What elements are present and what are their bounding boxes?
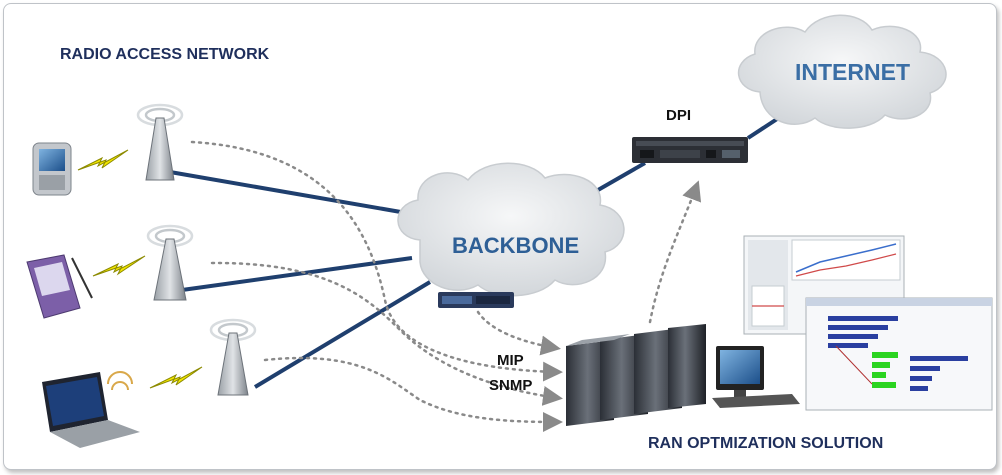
cell-tower-icon — [209, 318, 257, 396]
flow-switch-server — [476, 310, 561, 356]
backbone-cloud-icon — [397, 162, 625, 297]
internet-label: INTERNET — [795, 59, 910, 85]
report-screenshot-icon — [805, 297, 993, 411]
link-tower1-backbone — [169, 170, 419, 217]
lightning-icon — [77, 149, 203, 389]
flow-server-dpi — [648, 180, 702, 324]
dpi-appliance-icon — [632, 137, 748, 163]
flow-tower1-server — [190, 140, 563, 382]
server-rack-icon — [566, 324, 706, 426]
internet-cloud-icon — [737, 14, 947, 129]
mip-label: MIP — [497, 352, 524, 369]
cell-tower-icon — [136, 103, 184, 181]
switch-icon — [438, 292, 514, 308]
ran-optimization-solution-label: RAN OPTMIZATION SOLUTION — [648, 435, 884, 452]
pda-icon — [26, 254, 93, 319]
link-tower3-backbone — [253, 280, 432, 389]
flow-tower2-server — [210, 261, 563, 406]
backbone-label: BACKBONE — [452, 233, 580, 258]
monitor-icon — [712, 346, 800, 408]
link-backbone-dpi — [597, 161, 646, 192]
smartphone-icon — [32, 142, 72, 196]
dpi-label: DPI — [666, 107, 692, 124]
cell-tower-icon — [146, 224, 194, 301]
dotted-flows — [190, 140, 702, 432]
radio-access-network-title: RADIO ACCESS NETWORK — [60, 46, 270, 63]
laptop-icon — [42, 371, 140, 448]
snmp-label: SNMP — [489, 377, 533, 394]
